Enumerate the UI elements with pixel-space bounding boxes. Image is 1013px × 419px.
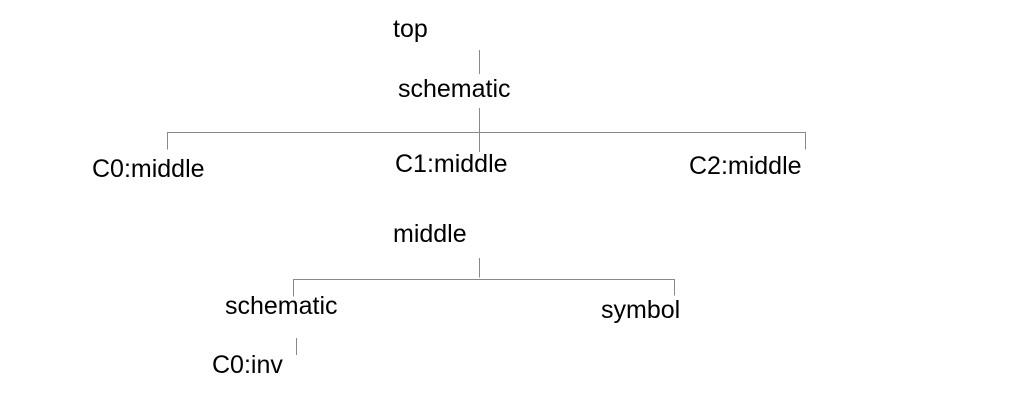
top-tree-instance-label-c0: C0:middle bbox=[92, 155, 205, 183]
top-tree-instance-label-c2: C2:middle bbox=[689, 152, 802, 180]
top-tree-instance-label-c1: C1:middle bbox=[395, 150, 508, 178]
top-tree-view-label: schematic bbox=[398, 75, 511, 103]
middle-tree-instance-label-c0: C0:inv bbox=[212, 351, 283, 379]
middle-tree-cell-label: middle bbox=[393, 220, 467, 248]
top-tree-cell-label: top bbox=[393, 15, 428, 43]
middle-tree-view-label-schematic: schematic bbox=[225, 292, 338, 320]
middle-tree-view-label-symbol: symbol bbox=[601, 296, 681, 324]
middle-tree-root-to-children-connector bbox=[293, 258, 675, 297]
top-tree-view-to-children-connector bbox=[167, 108, 806, 152]
